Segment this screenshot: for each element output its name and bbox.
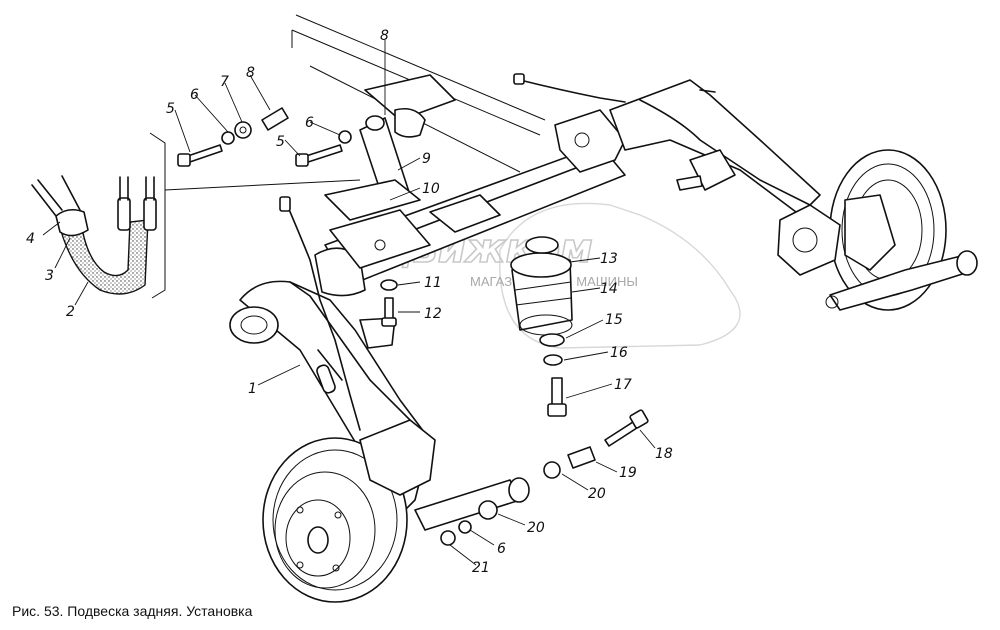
- callout-3: 3: [45, 268, 54, 284]
- callout-8a: 8: [246, 65, 255, 81]
- rear-axle-beam: [314, 109, 626, 297]
- callout-11: 11: [424, 275, 442, 291]
- left-brake-drum: [262, 419, 436, 603]
- callout-10: 10: [422, 181, 440, 197]
- figure-caption: Рис. 53. Подвеска задняя. Установка: [12, 603, 253, 619]
- callout-5b: 5: [276, 134, 285, 150]
- callout-6a: 6: [190, 87, 199, 103]
- callout-15: 15: [605, 312, 623, 328]
- right-brake-drum: [777, 149, 978, 311]
- rubber-bumper: [510, 236, 573, 336]
- callout-4: 4: [26, 231, 35, 247]
- callout-8b: 8: [380, 28, 389, 44]
- callout-19: 19: [619, 465, 637, 481]
- upper-bracket-assembly: [324, 74, 456, 221]
- callout-12: 12: [424, 306, 442, 322]
- callouts: 1 2 3 4 5 5 6 6 6 7 8 8 9 10 11 12 13 14…: [26, 28, 673, 576]
- brake-pipe: [279, 196, 361, 431]
- callout-2: 2: [66, 304, 75, 320]
- callout-5a: 5: [166, 101, 175, 117]
- callout-20b: 20: [527, 520, 545, 536]
- callout-13: 13: [600, 251, 618, 267]
- callout-21: 21: [472, 560, 490, 576]
- callout-18: 18: [655, 446, 673, 462]
- lateral-rod: [414, 477, 530, 531]
- callout-1: 1: [248, 381, 257, 397]
- callout-16: 16: [610, 345, 628, 361]
- brake-hose-inset: [31, 175, 157, 295]
- callout-14: 14: [600, 281, 618, 297]
- callout-7: 7: [220, 74, 229, 90]
- callout-17: 17: [614, 377, 632, 393]
- callout-9: 9: [422, 151, 431, 167]
- callout-6b: 6: [305, 115, 314, 131]
- hardware: [177, 107, 649, 546]
- leader-lines: [42, 40, 656, 566]
- callout-6c: 6: [497, 541, 506, 557]
- callout-20a: 20: [588, 486, 606, 502]
